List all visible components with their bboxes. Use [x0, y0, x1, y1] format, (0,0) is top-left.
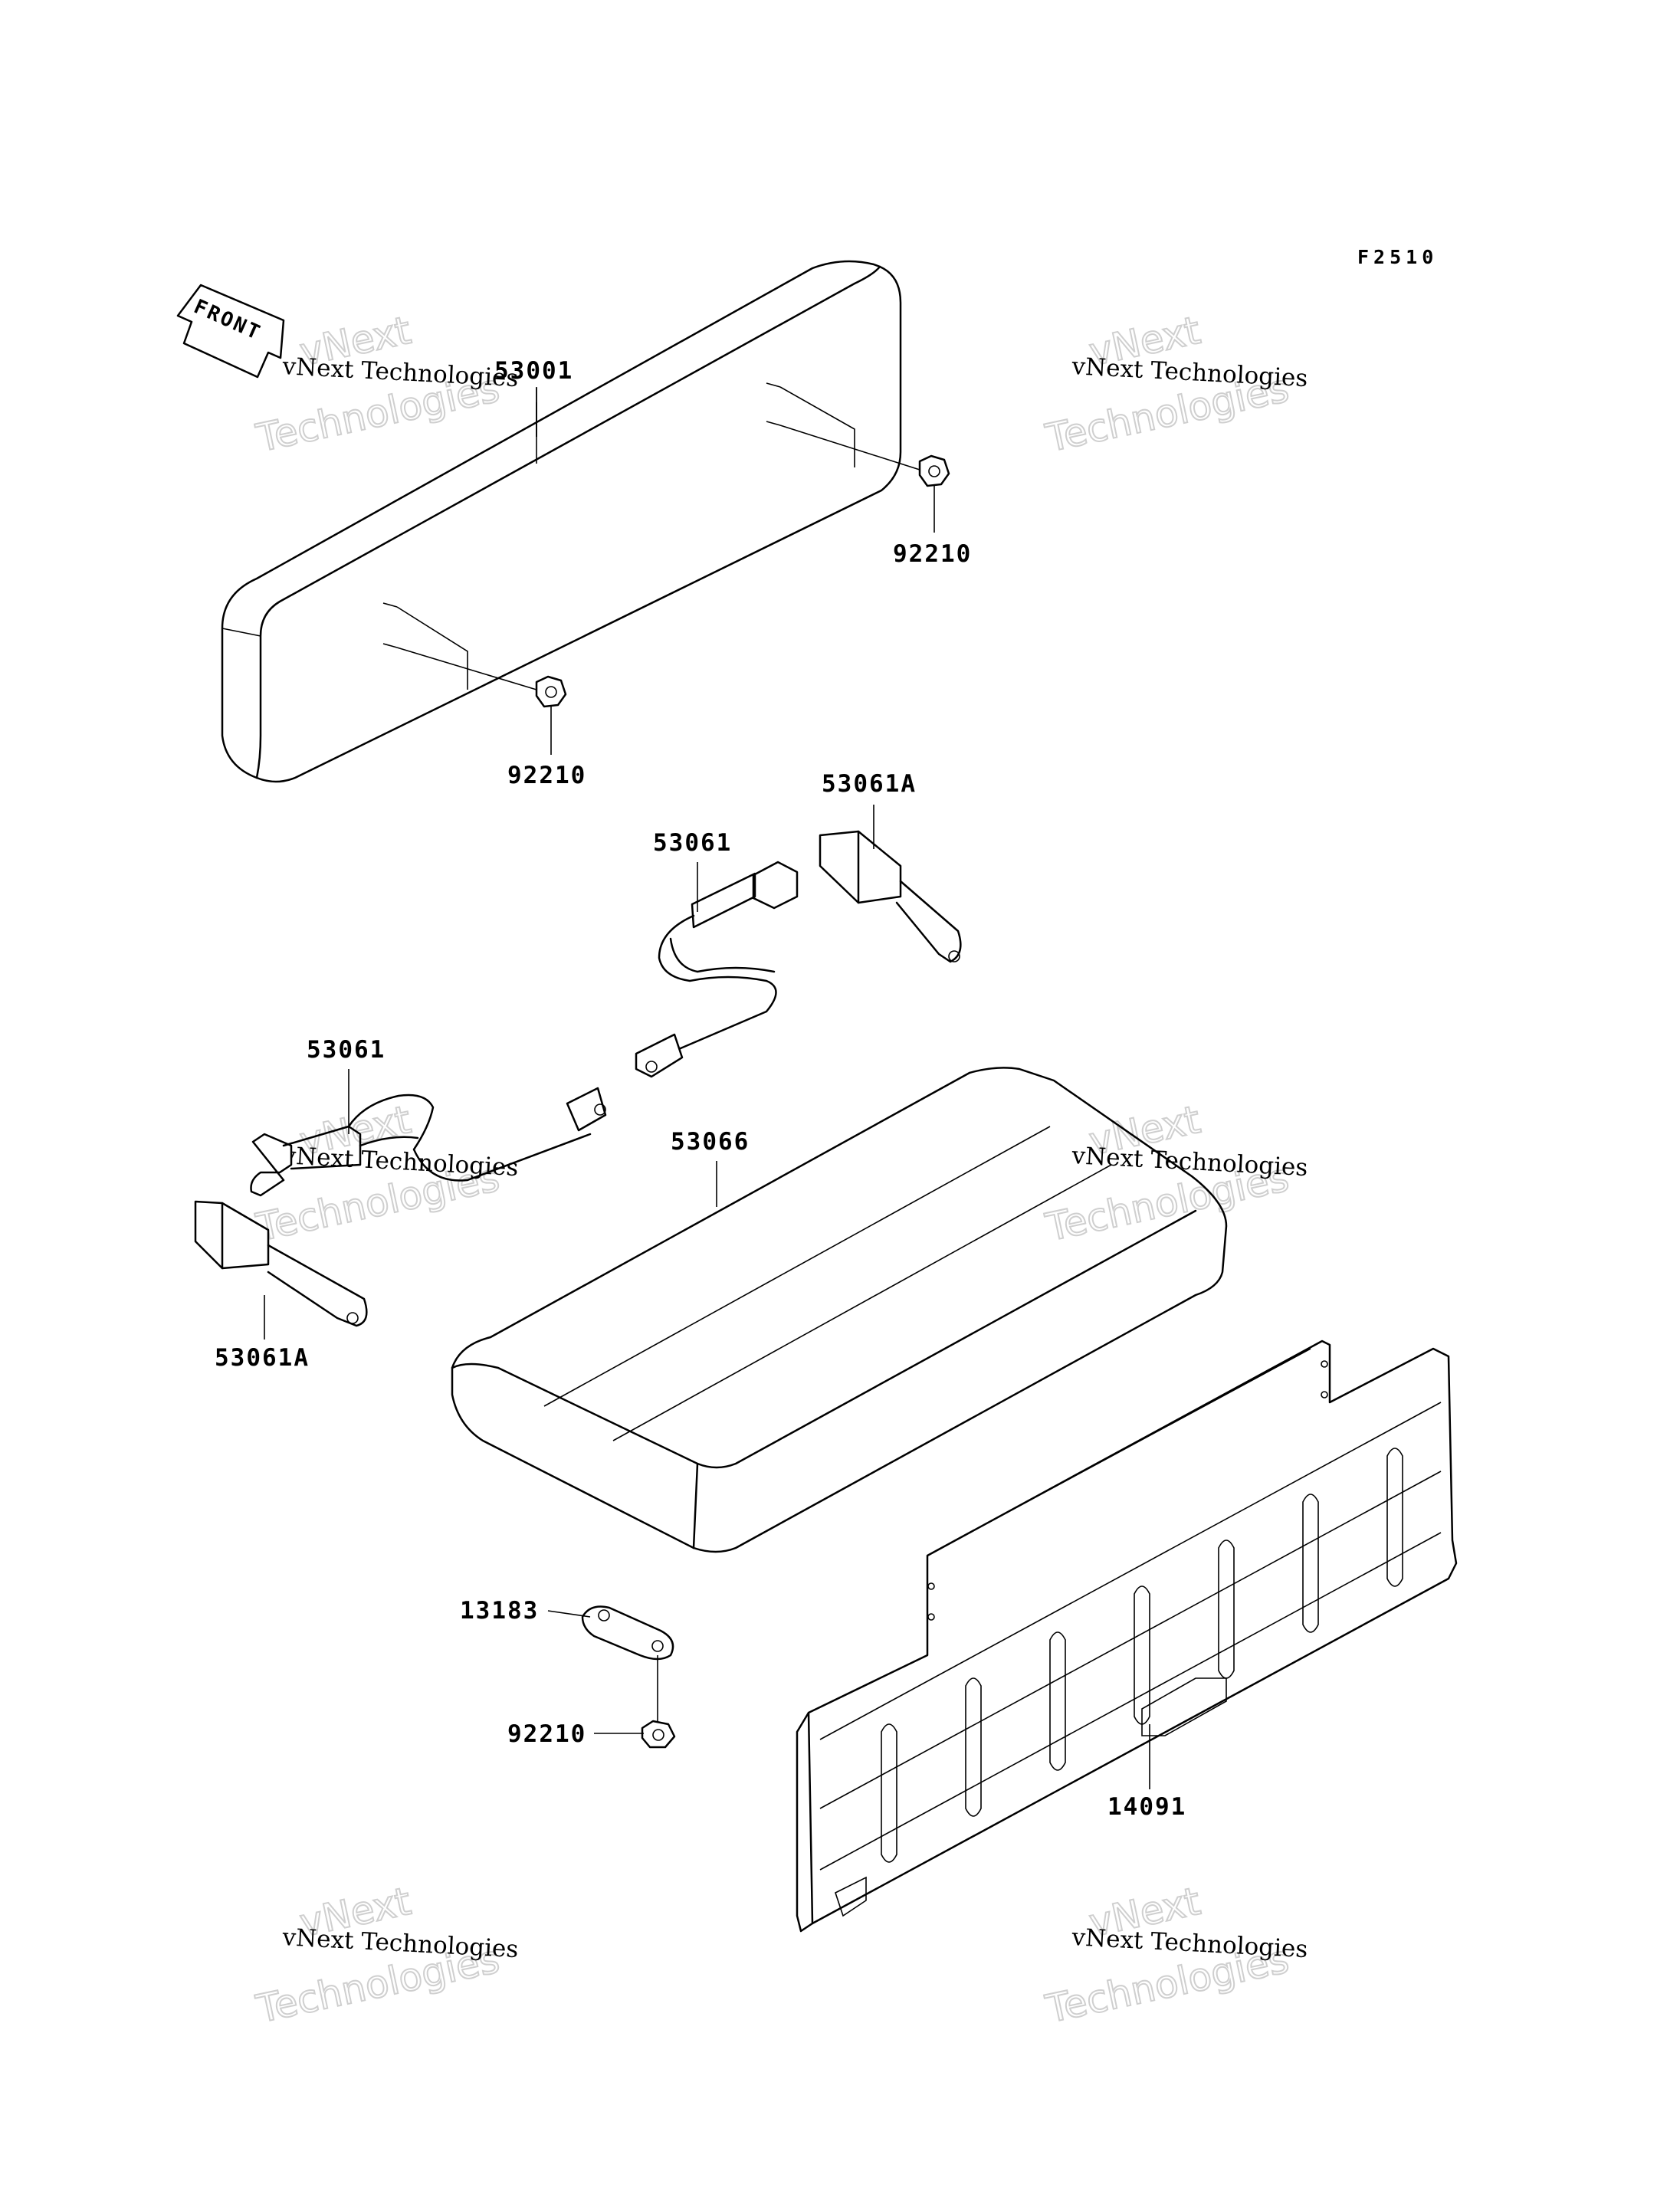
front-arrow-icon: FRONT — [176, 284, 285, 379]
bracket-drawing — [581, 1605, 674, 1724]
seat-belt-buckle-right-drawing — [819, 830, 962, 963]
hex-nut-icon — [641, 1720, 676, 1749]
stud-icon — [382, 382, 781, 648]
part-labels: 53001 92210 92210 53061 53061A 53061 530… — [215, 357, 1186, 1821]
part-number-13183: 13183 — [460, 1597, 539, 1625]
seat-belt-buckle-left-drawing — [194, 1200, 368, 1327]
part-number-92210-bracket: 92210 — [507, 1720, 586, 1748]
seat-base-cover-drawing — [796, 1340, 1458, 1933]
part-number-53061-right: 53061 — [653, 829, 732, 857]
part-number-53001: 53001 — [494, 357, 573, 385]
part-number-53066: 53066 — [671, 1128, 750, 1156]
watermark-group: vNext Technologies vNext Technologies vN… — [251, 307, 1308, 2032]
seat-belt-right-drawing — [635, 861, 799, 1078]
hex-nut-icon — [918, 454, 950, 533]
part-number-53061-left: 53061 — [307, 1036, 386, 1064]
part-number-14091: 14091 — [1107, 1793, 1186, 1821]
part-number-53061A-right: 53061A — [822, 770, 917, 798]
leader-lines — [264, 387, 874, 1734]
part-number-92210-lower: 92210 — [507, 762, 586, 789]
seat-cushion-drawing — [451, 1067, 1228, 1553]
hex-nut-icon — [535, 675, 567, 755]
seat-belt-left-drawing — [250, 1087, 607, 1197]
figure-code: F2510 — [1357, 246, 1438, 268]
part-number-53061A-left: 53061A — [215, 1344, 310, 1372]
backrest-drawing — [221, 260, 920, 783]
part-number-92210-upper: 92210 — [893, 540, 972, 568]
